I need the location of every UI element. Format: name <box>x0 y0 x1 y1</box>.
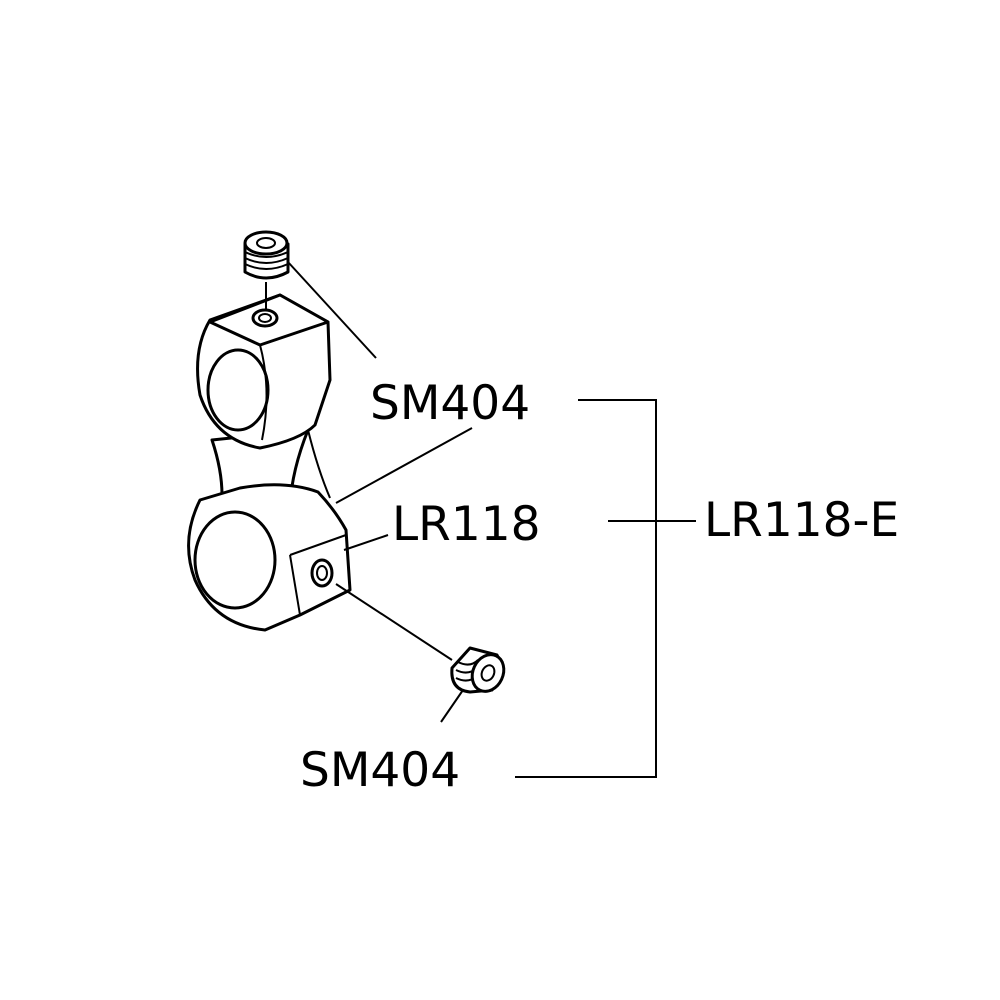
side-hole <box>310 558 334 588</box>
connecting-arm-lr118 <box>187 293 352 632</box>
leader-lines <box>287 261 473 723</box>
label-top-screw: SM404 <box>370 376 530 431</box>
top-hole <box>251 308 279 328</box>
label-bottom-screw: SM404 <box>300 743 460 798</box>
label-arm: LR118 <box>392 497 541 552</box>
label-assembly: LR118-E <box>704 493 899 548</box>
assembly-bracket <box>515 399 696 778</box>
bottom-set-screw-icon <box>450 646 506 694</box>
top-set-screw-icon <box>243 230 290 310</box>
